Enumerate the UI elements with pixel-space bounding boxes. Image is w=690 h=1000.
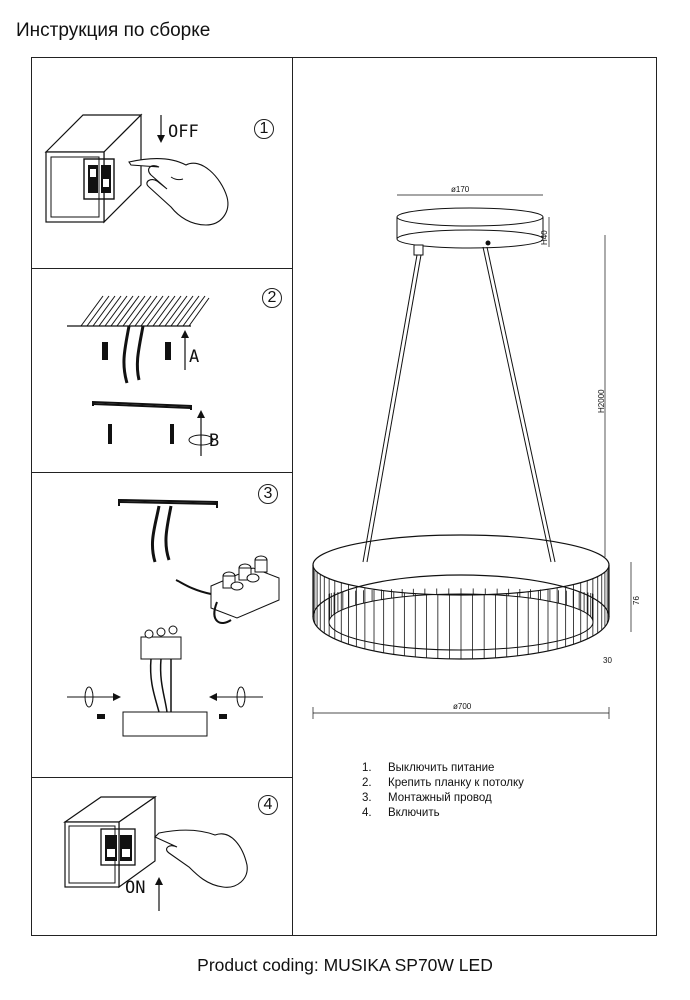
step-2-label-b: B [209, 431, 219, 451]
divider-step-1-2 [31, 268, 293, 269]
legend-item: 3.Монтажный провод [362, 792, 492, 804]
step-3-number: 3 [258, 484, 278, 504]
step-1-illustration: OFF [44, 113, 229, 226]
page-title: Инструкция по сборке [16, 20, 211, 41]
step-3-illustration [67, 498, 280, 737]
chandelier-drawing: ø170 H40 H2000 76 30 ø700 [312, 185, 641, 719]
dim-canopy-height: H40 [540, 230, 549, 245]
step-1-label: OFF [168, 122, 199, 142]
product-coding: Product coding: MUSIKA SP70W LED [197, 955, 493, 975]
dim-ring-depth: 30 [603, 656, 612, 665]
divider-step-2-3 [31, 472, 293, 473]
legend-item: 4.Включить [362, 807, 440, 819]
dim-cable-length: H2000 [597, 389, 606, 413]
steps-legend: 1.Выключить питание 2.Крепить планку к п… [362, 761, 524, 821]
legend-item: 2.Крепить планку к потолку [362, 777, 524, 789]
step-4-number: 4 [258, 795, 278, 815]
step-2-number: 2 [262, 288, 282, 308]
step-1-number: 1 [254, 119, 274, 139]
divider-vertical [292, 57, 293, 936]
step-4-illustration: ON [63, 795, 248, 911]
legend-item: 1.Выключить питание [362, 762, 495, 774]
dim-ring-diameter: ø700 [453, 702, 472, 711]
dim-ring-height: 76 [632, 596, 641, 605]
instruction-frame [31, 57, 657, 936]
divider-step-3-4 [31, 777, 293, 778]
step-4-label: ON [125, 878, 145, 898]
dim-canopy-diameter: ø170 [451, 185, 470, 194]
step-2-label-a: A [189, 347, 199, 367]
step-2-illustration: A B [67, 295, 219, 456]
